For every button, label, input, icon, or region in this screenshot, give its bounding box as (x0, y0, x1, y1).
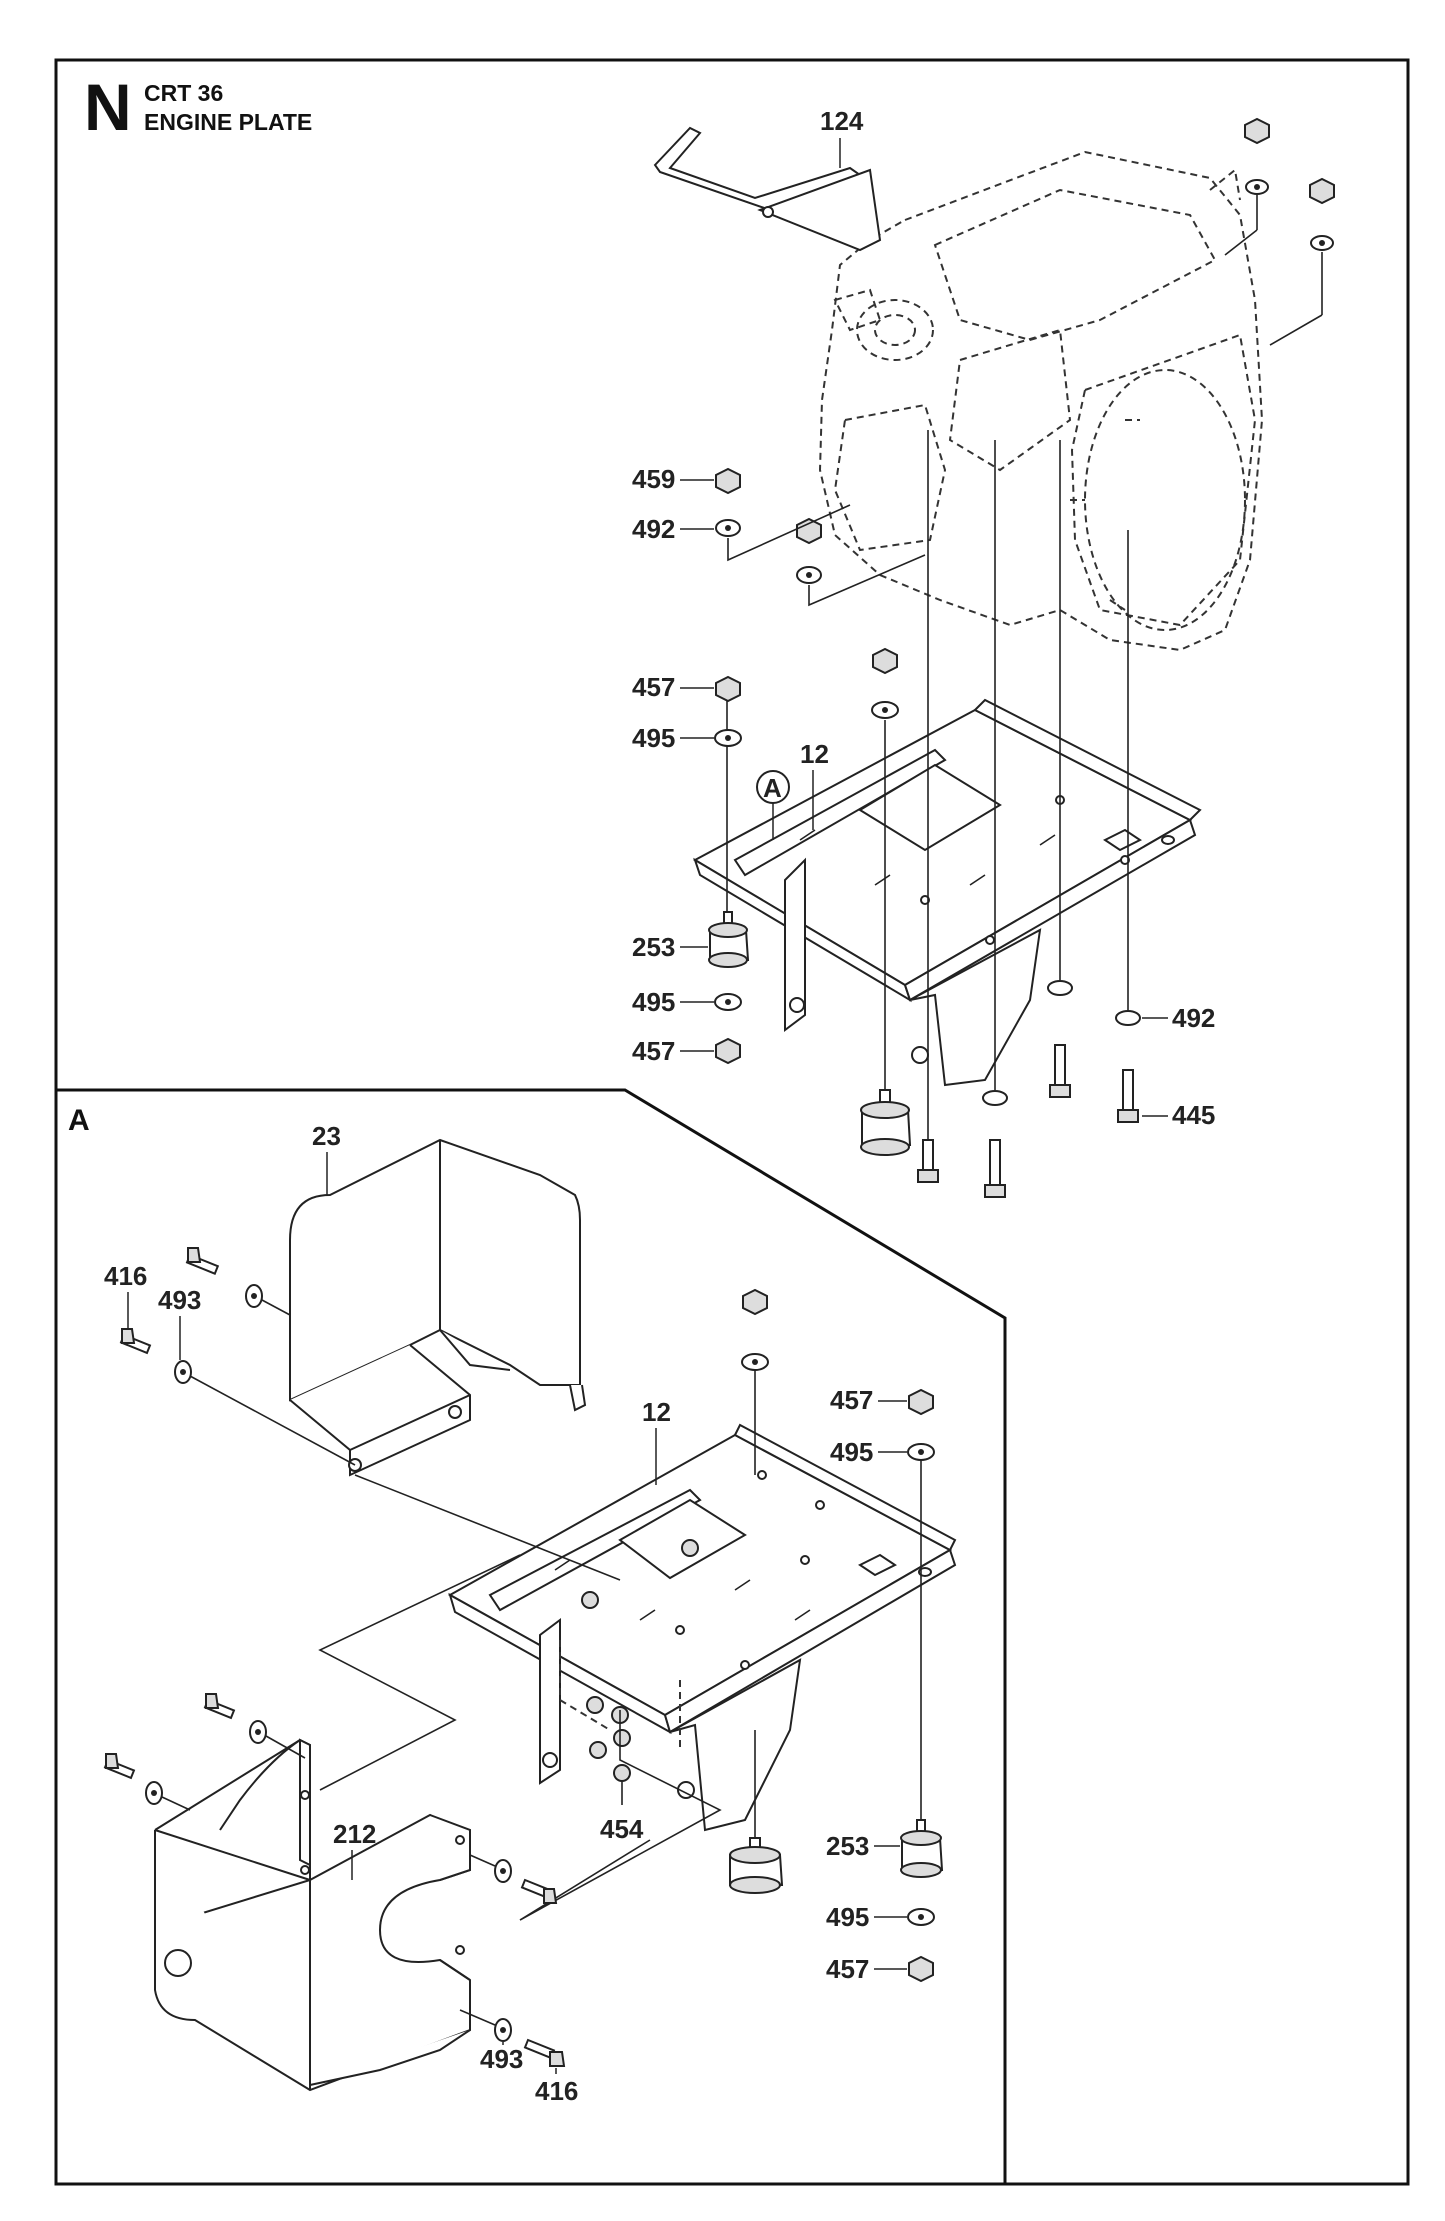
header: N CRT 36 ENGINE PLATE (84, 70, 312, 144)
label-253-detail: 253 (826, 1831, 869, 1861)
damper-stack-center (860, 647, 912, 1156)
mount-hardware-left (715, 467, 926, 607)
damper-detail-center (729, 1730, 784, 1894)
engine-plate-main (692, 698, 1202, 1087)
label-253-main: 253 (632, 932, 675, 962)
labels-main: 124 459 492 457 495 12 253 495 457 492 4… (632, 106, 1215, 1130)
label-445: 445 (1172, 1100, 1215, 1130)
label-416-lower: 416 (535, 2076, 578, 2106)
label-459: 459 (632, 464, 675, 494)
label-454: 454 (600, 1814, 644, 1844)
label-457-bottom: 457 (632, 1036, 675, 1066)
lower-cover (154, 1738, 471, 2092)
label-12-main: 12 (800, 739, 829, 769)
cover-outline-links (318, 1474, 722, 1921)
label-495-detail-top: 495 (830, 1437, 873, 1467)
label-492-right: 492 (1172, 1003, 1215, 1033)
label-495-top: 495 (632, 723, 675, 753)
model-name: CRT 36 (144, 80, 223, 106)
label-457-top: 457 (632, 672, 675, 702)
damper-stack-detail-right (900, 1388, 944, 1983)
label-492-top: 492 (632, 514, 675, 544)
label-493-lower: 493 (480, 2044, 523, 2074)
labels-detail: 23 416 493 12 457 495 454 212 253 495 45… (104, 1121, 907, 2106)
upper-cover (289, 1138, 587, 1477)
detail-callout-a: A (756, 770, 790, 840)
label-124: 124 (820, 106, 864, 136)
detail-frame (56, 1088, 1007, 2184)
section-letter: N (84, 70, 132, 144)
svg-text:A: A (763, 773, 782, 803)
label-495-bottom: 495 (632, 987, 675, 1017)
page-frame (54, 58, 1410, 2186)
top-hardware (1224, 117, 1335, 346)
bottom-bolts (917, 800, 1141, 1198)
label-495-detail-bottom: 495 (826, 1902, 869, 1932)
label-212: 212 (333, 1819, 376, 1849)
label-23: 23 (312, 1121, 341, 1151)
label-493-upper: 493 (158, 1285, 201, 1315)
label-457-detail-bottom: 457 (826, 1954, 869, 1984)
label-416-upper: 416 (104, 1261, 147, 1291)
lifting-bracket (653, 126, 882, 252)
plate-top-hardware (741, 1288, 769, 1475)
label-12-detail: 12 (642, 1397, 671, 1427)
cover-hardware-lower (103, 1693, 566, 2067)
cover-hardware-upper (119, 1247, 356, 1466)
diagram-title: ENGINE PLATE (144, 109, 312, 135)
plate-studs (581, 1539, 699, 1805)
engine-plate-detail (447, 1423, 957, 1832)
detail-section-letter: A (68, 1104, 90, 1137)
damper-stack-left (708, 675, 750, 1065)
label-457-detail-top: 457 (830, 1385, 873, 1415)
engine-outline (818, 150, 1264, 652)
